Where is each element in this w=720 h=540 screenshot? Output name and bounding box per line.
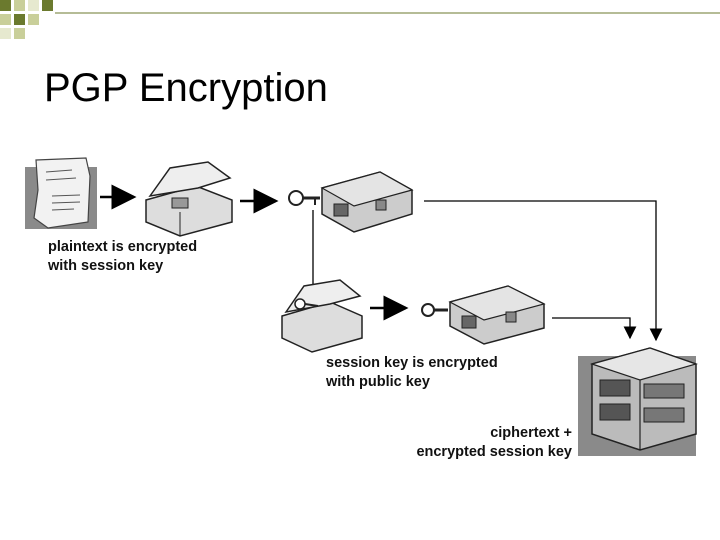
closed-box-2-icon: [448, 285, 546, 345]
step1-label: plaintext is encrypted with session key: [48, 238, 197, 276]
step2-label: session key is encrypted with public key: [326, 354, 498, 392]
step1-label-line1: plaintext is encrypted: [48, 239, 198, 255]
arrow-to-result-2: [552, 317, 637, 340]
open-box-icon: [145, 161, 233, 237]
slide-title: PGP Encryption: [44, 66, 328, 110]
open-box-with-key-icon: [281, 279, 363, 353]
arrow-to-result: [424, 200, 663, 342]
step1-label-line2: with session key: [48, 258, 164, 274]
closed-box-icon: [320, 171, 414, 233]
public-key-icon: [421, 303, 448, 317]
encrypted-bundle-icon: [578, 347, 698, 456]
corner-decoration: [0, 0, 720, 39]
result-label: ciphertext + encrypted session key: [402, 424, 572, 462]
plaintext-document-icon: [25, 157, 97, 229]
step2-label-line1: session key is encrypted: [326, 355, 498, 371]
step2-label-line2: with public key: [326, 374, 430, 390]
session-key-icon: [288, 190, 320, 206]
result-label-line2: encrypted session key: [416, 444, 572, 460]
result-label-line1: ciphertext +: [490, 425, 572, 441]
